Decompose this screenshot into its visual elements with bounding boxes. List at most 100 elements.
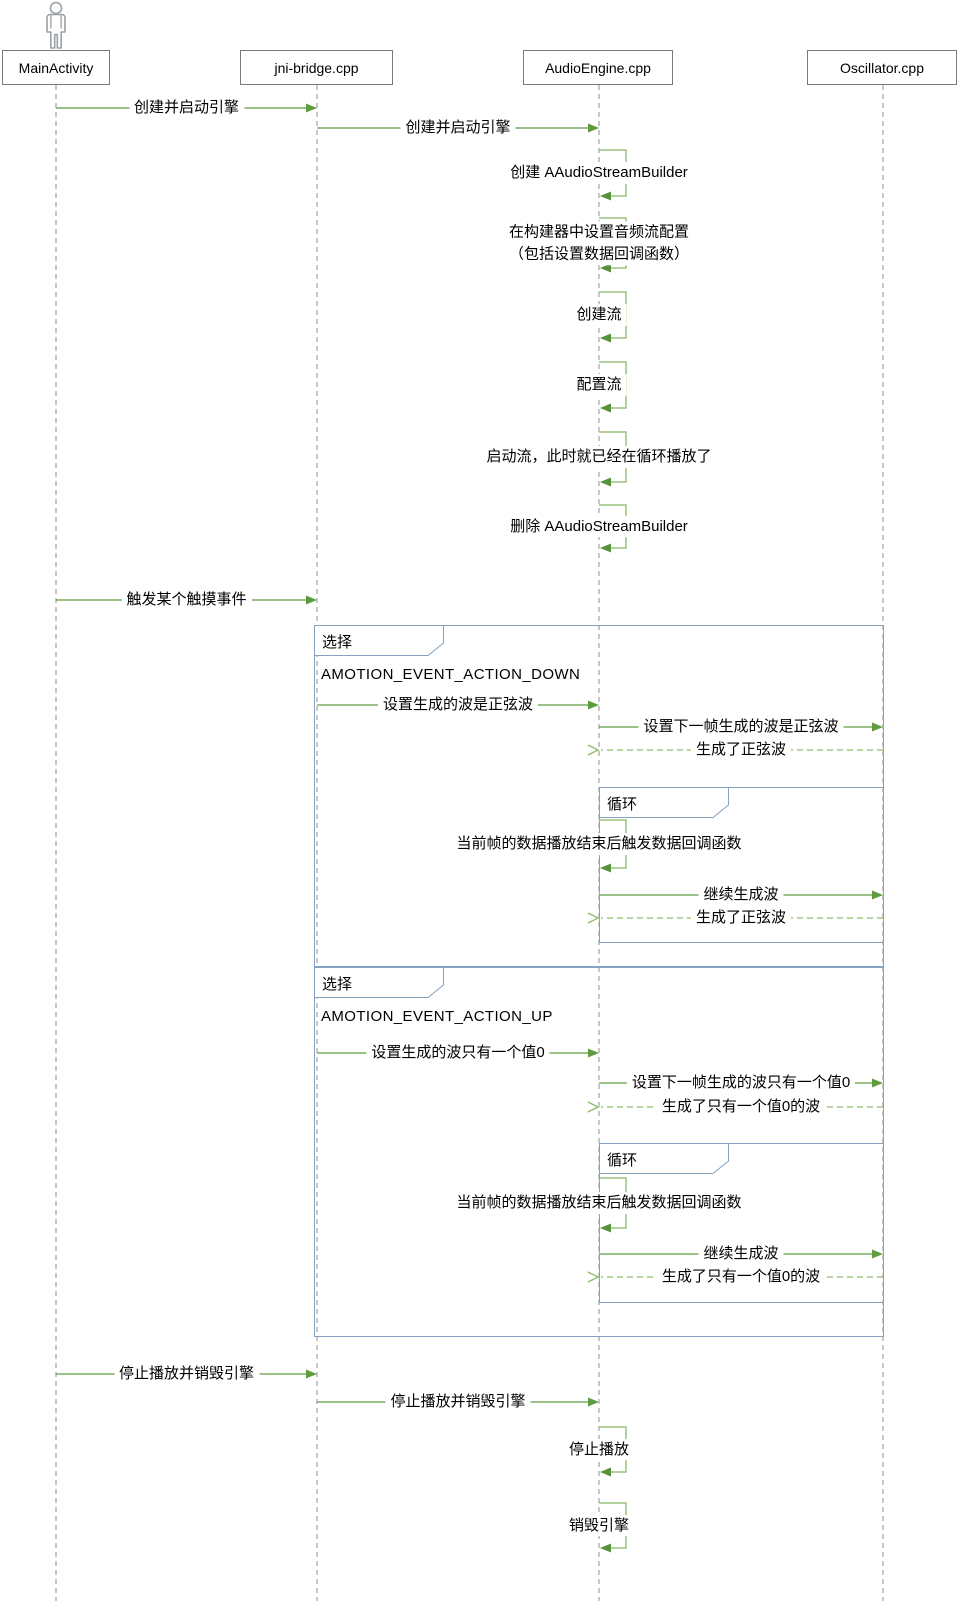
fragment-label: 选择 bbox=[322, 976, 353, 993]
message-label: 生成了正弦波 bbox=[690, 907, 792, 929]
message-label-line: 创建 AAudioStreamBuilder bbox=[510, 164, 688, 182]
participant-name: AudioEngine.cpp bbox=[545, 59, 651, 76]
participant-box-jni-bridge-cpp: jni-bridge.cpp bbox=[240, 50, 393, 85]
message-label-line: （包括设置数据回调函数） bbox=[508, 245, 690, 262]
self-message-label: 当前帧的数据播放结束后触发数据回调函数 bbox=[451, 833, 747, 855]
self-message-arrowhead bbox=[600, 403, 611, 413]
fragment-label-pentagon bbox=[599, 787, 731, 824]
pentagon-shape bbox=[314, 625, 444, 656]
message-arrowhead bbox=[872, 722, 883, 732]
message-label-line: 触发某个触摸事件 bbox=[126, 591, 247, 609]
participant-box-mainactivity: MainActivity bbox=[2, 50, 110, 85]
message-label-line: 创建并启动引擎 bbox=[133, 99, 240, 117]
message-label-line: 创建并启动引擎 bbox=[405, 119, 511, 137]
message-label-line: 设置下一帧生成的波是正弦波 bbox=[643, 718, 839, 736]
pentagon-shape bbox=[314, 967, 444, 998]
fragment-loop-1: 循环 bbox=[599, 787, 884, 943]
participant-box-oscillator-cpp: Oscillator.cpp bbox=[807, 50, 957, 85]
message-label-line: 生成了只有一个值0的波 bbox=[661, 1098, 821, 1116]
message-label: 生成了只有一个值0的波 bbox=[656, 1096, 826, 1118]
message-label: 停止播放并销毁引擎 bbox=[385, 1391, 531, 1413]
message-label: 生成了正弦波 bbox=[690, 739, 792, 761]
message-label-line: 设置下一帧生成的波只有一个值0 bbox=[631, 1074, 851, 1092]
message-label-line: 启动流，此时就已经在循环播放了 bbox=[486, 448, 712, 466]
message-arrowhead bbox=[872, 1078, 883, 1088]
self-message-arrowhead bbox=[600, 1543, 611, 1553]
participant-name: MainActivity bbox=[18, 59, 94, 76]
message-label: 设置生成的波只有一个值0 bbox=[366, 1042, 550, 1064]
message-label: 继续生成波 bbox=[698, 1243, 784, 1265]
fragment-condition: AMOTION_EVENT_ACTION_DOWN bbox=[319, 666, 583, 683]
message-label-line: 生成了正弦波 bbox=[695, 909, 787, 927]
return-message-arrowhead bbox=[587, 744, 600, 756]
message-arrowhead bbox=[872, 890, 883, 900]
self-message-label: 删除 AAudioStreamBuilder bbox=[505, 515, 693, 538]
fragment-label-pentagon bbox=[314, 625, 446, 662]
message-label-line: 创建流 bbox=[576, 306, 622, 324]
fragment-label: 选择 bbox=[322, 634, 353, 651]
self-message-label: 在构建器中设置音频流配置 （包括设置数据回调函数） bbox=[503, 221, 695, 265]
self-message-label: 停止播放 bbox=[563, 1438, 635, 1461]
message-label-line: 继续生成波 bbox=[703, 886, 779, 904]
fragment-condition: AMOTION_EVENT_ACTION_UP bbox=[319, 1008, 555, 1025]
message-label-line: 配置流 bbox=[576, 376, 622, 394]
message-label-line: 当前帧的数据播放结束后触发数据回调函数 bbox=[456, 1194, 742, 1212]
fragment-alt-1: 选择 AMOTION_EVENT_ACTION_DOWN bbox=[314, 625, 884, 967]
message-label-line: 当前帧的数据播放结束后触发数据回调函数 bbox=[456, 835, 742, 853]
return-message-arrowhead bbox=[587, 1271, 600, 1283]
message-label: 触发某个触摸事件 bbox=[121, 589, 252, 611]
self-message-arrowhead bbox=[600, 543, 611, 553]
self-message-arrowhead bbox=[600, 263, 611, 273]
message-arrowhead bbox=[588, 1397, 599, 1407]
fragment-loop-2: 循环 bbox=[599, 1143, 884, 1303]
self-message-label: 创建 AAudioStreamBuilder bbox=[505, 162, 693, 184]
message-label: 设置下一帧生成的波是正弦波 bbox=[638, 716, 844, 738]
return-message-arrowhead bbox=[587, 912, 600, 924]
self-message-arrowhead bbox=[600, 477, 611, 487]
self-message-arrowhead bbox=[600, 1223, 611, 1233]
fragment-label: 循环 bbox=[607, 1152, 638, 1169]
message-label-line: 继续生成波 bbox=[703, 1245, 779, 1263]
message-label-line: 停止播放并销毁引擎 bbox=[390, 1393, 526, 1411]
message-label-line: 停止播放 bbox=[568, 1440, 630, 1458]
message-label: 创建并启动引擎 bbox=[128, 97, 245, 119]
message-arrowhead bbox=[872, 1249, 883, 1259]
message-arrowhead bbox=[306, 1369, 317, 1379]
participant-name: jni-bridge.cpp bbox=[274, 59, 359, 76]
message-arrowhead bbox=[588, 123, 599, 133]
message-label: 设置生成的波是正弦波 bbox=[377, 694, 539, 716]
message-arrowhead bbox=[588, 1048, 599, 1058]
self-message-arrowhead bbox=[600, 333, 611, 343]
self-message-arrowhead bbox=[600, 1467, 611, 1477]
participant-name: Oscillator.cpp bbox=[839, 59, 925, 76]
pentagon-shape bbox=[599, 787, 729, 818]
return-message-arrowhead bbox=[587, 1101, 600, 1113]
fragment-label-pentagon bbox=[599, 1143, 731, 1180]
message-label-line: 销毁引擎 bbox=[568, 1516, 630, 1534]
self-message-label: 配置流 bbox=[571, 374, 627, 396]
fragment-alt-2: 选择 AMOTION_EVENT_ACTION_UP bbox=[314, 967, 884, 1337]
message-arrowhead bbox=[306, 595, 317, 605]
self-message-arrowhead bbox=[600, 191, 611, 201]
message-label-line: 生成了正弦波 bbox=[695, 741, 787, 759]
message-label: 生成了只有一个值0的波 bbox=[656, 1266, 826, 1288]
actor-arms bbox=[50, 15, 62, 29]
self-message-label: 当前帧的数据播放结束后触发数据回调函数 bbox=[451, 1192, 747, 1214]
self-message-label: 创建流 bbox=[571, 304, 627, 326]
self-message-label: 销毁引擎 bbox=[563, 1514, 635, 1537]
message-label: 继续生成波 bbox=[698, 884, 784, 906]
message-arrowhead bbox=[306, 103, 317, 113]
self-message-arrowhead bbox=[600, 863, 611, 873]
self-message-label: 启动流，此时就已经在循环播放了 bbox=[481, 446, 717, 468]
participant-box-audioengine-cpp: AudioEngine.cpp bbox=[523, 50, 673, 85]
fragment-label-pentagon bbox=[314, 967, 446, 1004]
message-arrowhead bbox=[588, 700, 599, 710]
message-label-line: 删除 AAudioStreamBuilder bbox=[510, 517, 688, 535]
message-label-line: 设置生成的波只有一个值0 bbox=[371, 1044, 545, 1062]
message-label: 创建并启动引擎 bbox=[400, 117, 516, 139]
message-label-line: 在构建器中设置音频流配置 bbox=[508, 223, 690, 241]
message-label-line: 设置生成的波是正弦波 bbox=[382, 696, 534, 714]
